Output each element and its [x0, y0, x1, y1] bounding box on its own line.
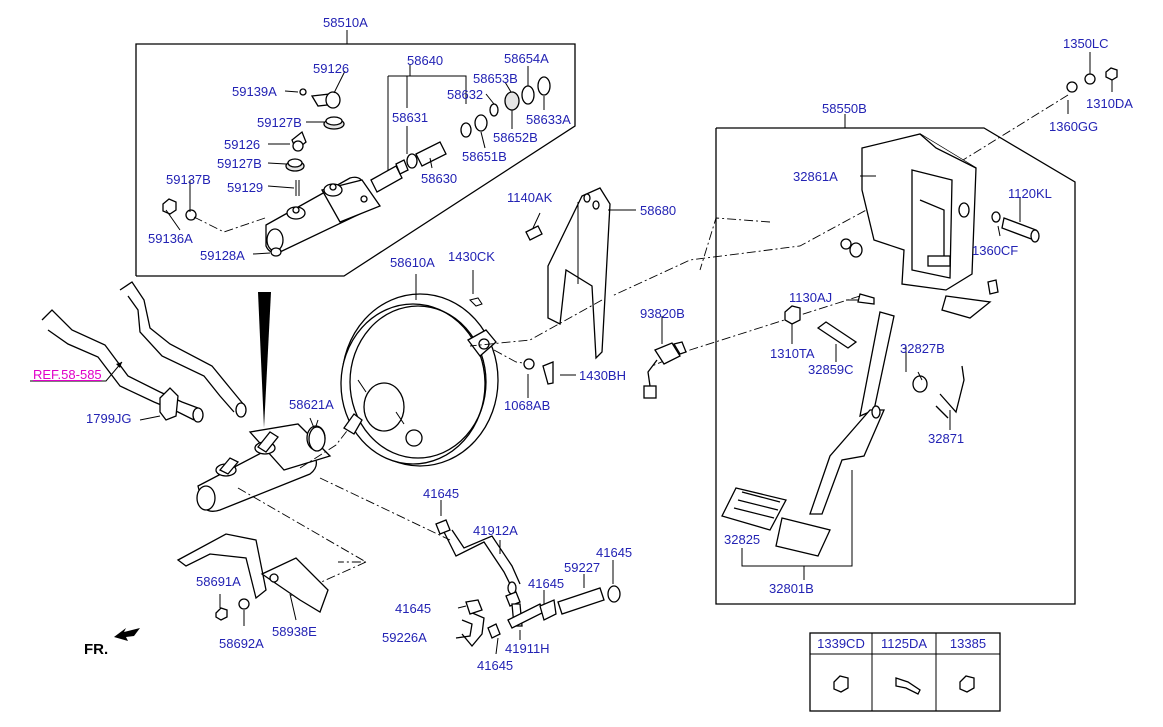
leaders-box: [165, 66, 545, 255]
label-59226A[interactable]: 59226A: [382, 630, 427, 645]
booster-small-parts: [308, 270, 576, 452]
label-58691A[interactable]: 58691A: [196, 574, 241, 589]
brake-pedal: [721, 311, 895, 557]
label-58550B[interactable]: 58550B: [822, 101, 867, 116]
label-58630[interactable]: 58630: [421, 171, 458, 186]
label-59129[interactable]: 59129: [227, 180, 264, 195]
label-58631[interactable]: 58631: [392, 110, 429, 125]
label-59126[interactable]: 59126: [313, 61, 350, 76]
master-cylinder-main: [196, 419, 351, 512]
label-59139A[interactable]: 59139A: [232, 84, 277, 99]
fasteners-table: [809, 632, 1001, 712]
label-41645[interactable]: 41645: [477, 658, 514, 673]
label-1430CK[interactable]: 1430CK: [448, 249, 495, 264]
piston-kit: [370, 64, 551, 193]
label-1430BH[interactable]: 1430BH: [579, 368, 626, 383]
label-1140AK[interactable]: 1140AK: [507, 190, 553, 205]
label-41645[interactable]: 41645: [528, 576, 565, 591]
label-32801B[interactable]: 32801B: [769, 581, 814, 596]
label-58692A[interactable]: 58692A: [219, 636, 264, 651]
bolt-1125DA-icon: [895, 677, 921, 695]
label-1310TA[interactable]: 1310TA: [770, 346, 815, 361]
label-41645[interactable]: 41645: [423, 486, 460, 501]
label-59127B[interactable]: 59127B: [217, 156, 262, 171]
label-58633A[interactable]: 58633A: [526, 112, 571, 127]
label-32825[interactable]: 32825: [724, 532, 761, 547]
label-1799JG[interactable]: 1799JG: [86, 411, 132, 426]
master-cylinder-kit-box: [135, 30, 576, 277]
bracket-58938E: [176, 533, 329, 626]
label-59227[interactable]: 59227: [564, 560, 601, 575]
label-32827B[interactable]: 32827B: [900, 341, 945, 356]
label-93820B[interactable]: 93820B: [640, 306, 685, 321]
label-58651B[interactable]: 58651B: [462, 149, 507, 164]
table-header-1339CD[interactable]: 1339CD: [817, 636, 865, 651]
bracket-bolts: [991, 52, 1118, 243]
label-1120KL[interactable]: 1120KL: [1008, 186, 1052, 201]
label-1130AJ[interactable]: 1130AJ: [789, 290, 833, 305]
pedal-assembly-box: [715, 114, 1076, 605]
pointer-wedge: [258, 292, 271, 428]
label-32859C[interactable]: 32859C: [808, 362, 854, 377]
label-41645[interactable]: 41645: [395, 601, 432, 616]
label-58653B[interactable]: 58653B: [473, 71, 518, 86]
master-cylinder-inner: [265, 176, 381, 254]
label-1068AB[interactable]: 1068AB: [504, 398, 551, 413]
label-1350LC[interactable]: 1350LC: [1063, 36, 1109, 51]
label-41645[interactable]: 41645: [596, 545, 633, 560]
table-header-1125DA[interactable]: 1125DA: [880, 636, 927, 651]
label-58640[interactable]: 58640: [407, 53, 444, 68]
label-59136A[interactable]: 59136A: [148, 231, 193, 246]
label-1360CF[interactable]: 1360CF: [972, 243, 1019, 258]
label-59127B[interactable]: 59127B: [257, 115, 302, 130]
brake-booster: [340, 293, 531, 467]
label-59137B[interactable]: 59137B: [166, 172, 211, 187]
label-32861A[interactable]: 32861A: [793, 169, 838, 184]
label-59128A[interactable]: 59128A: [200, 248, 245, 263]
label-58938E[interactable]: 58938E: [272, 624, 317, 639]
label-41911H[interactable]: 41911H: [505, 641, 550, 656]
nut-13385-icon: [959, 675, 975, 693]
reference-link[interactable]: REF.58-585: [33, 367, 102, 382]
label-59126[interactable]: 59126: [224, 137, 261, 152]
stop-lamp-switch: [643, 316, 687, 399]
label-1360GG[interactable]: 1360GG: [1049, 119, 1099, 134]
nut-1339CD-icon: [833, 675, 849, 693]
vacuum-hose-set: [435, 500, 621, 655]
label-1310DA[interactable]: 1310DA: [1086, 96, 1133, 111]
front-indicator-label: FR.: [84, 641, 109, 658]
table-header-13385[interactable]: 13385: [949, 636, 987, 651]
label-58654A[interactable]: 58654A: [504, 51, 549, 66]
label-58652B[interactable]: 58652B: [493, 130, 538, 145]
pedal-bracket: [840, 133, 999, 319]
label-58610A[interactable]: 58610A: [390, 255, 435, 270]
label-41912A[interactable]: 41912A: [473, 523, 518, 538]
label-32871[interactable]: 32871: [928, 431, 965, 446]
front-arrow: [114, 628, 140, 641]
label-58621A[interactable]: 58621A: [289, 397, 334, 412]
label-58632[interactable]: 58632: [447, 87, 484, 102]
pedal-pivot-parts: [741, 293, 965, 580]
bracket-58680: [525, 187, 636, 360]
label-58510A[interactable]: 58510A: [323, 15, 368, 30]
ref-arrow: [30, 361, 123, 382]
label-58680[interactable]: 58680: [640, 203, 677, 218]
vacuum-hoses: [41, 281, 247, 423]
